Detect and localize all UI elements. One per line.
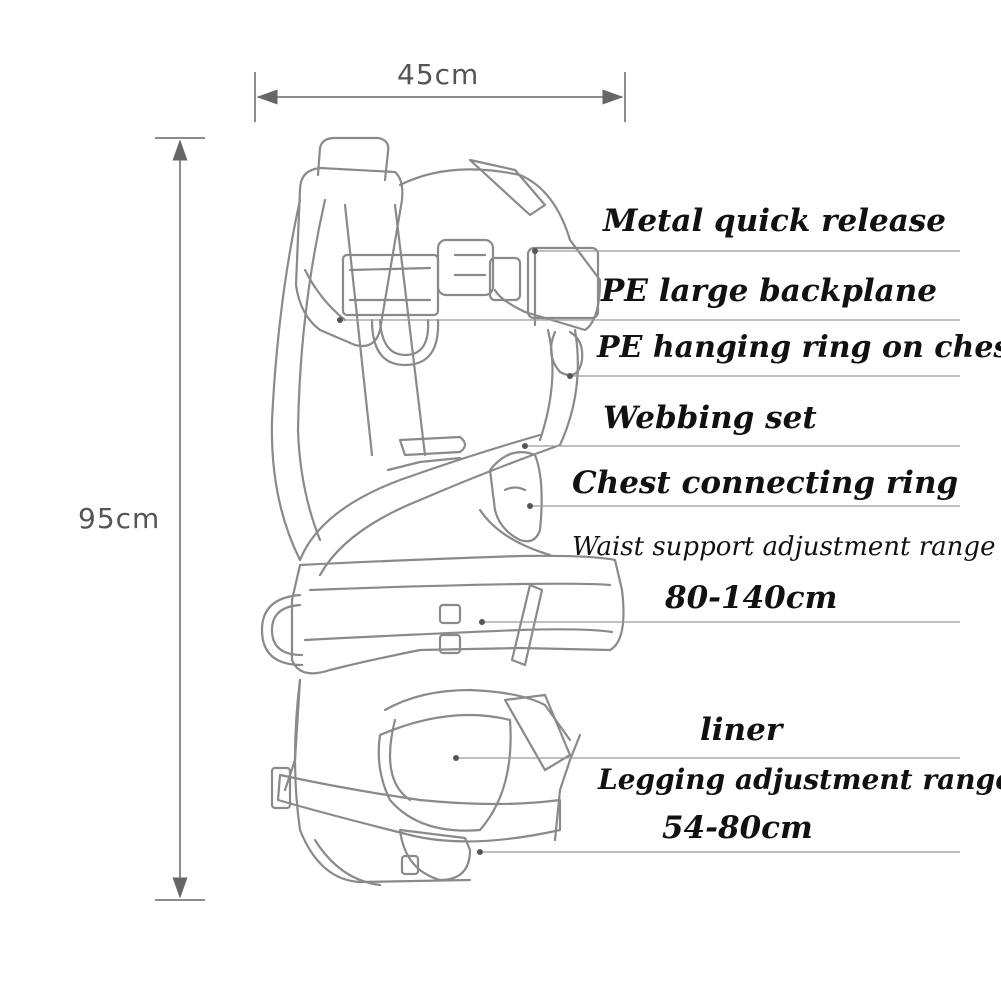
- label-webbing-set: Webbing set: [603, 400, 817, 436]
- width-dimension-label: 45cm: [397, 58, 480, 91]
- harness-outline: [260, 136, 625, 887]
- label-liner: liner: [700, 712, 783, 748]
- label-legging-range: Legging adjustment range: [598, 763, 1001, 796]
- label-chest-connecting-ring: Chest connecting ring: [572, 465, 959, 501]
- width-dimension: [254, 72, 626, 122]
- label-pe-hanging-ring-chest: PE hanging ring on chest: [597, 330, 1001, 365]
- height-dimension: [155, 137, 205, 901]
- label-legging-value: 54-80cm: [662, 810, 813, 846]
- height-dimension-label: 95cm: [78, 502, 161, 535]
- label-waist-support-value: 80-140cm: [665, 580, 838, 616]
- leader-lines: [340, 250, 960, 853]
- label-metal-quick-release: Metal quick release: [603, 203, 946, 239]
- label-waist-support-range: Waist support adjustment range: [572, 532, 996, 562]
- leader-dots: [337, 248, 573, 855]
- label-pe-large-backplane: PE large backplane: [601, 273, 938, 309]
